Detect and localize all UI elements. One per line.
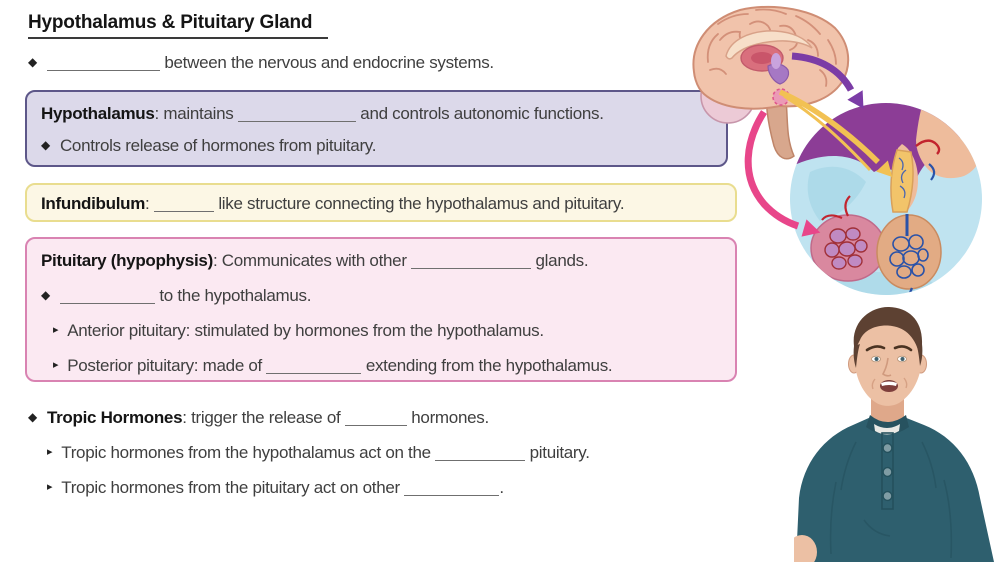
text-run: Posterior pituitary: made of: [67, 356, 267, 375]
instructor-nose: [881, 357, 892, 377]
instructor-video-overlay: [794, 307, 994, 562]
pituitary-heading-text: Pituitary (hypophysis): Communicates wit…: [41, 251, 589, 271]
blank-line: [411, 266, 532, 269]
brain-pituitary-illustration: [692, 5, 982, 295]
anterior-pituitary-line: ▸ Anterior pituitary: stimulated by horm…: [53, 321, 544, 341]
text-run: pituitary.: [525, 443, 590, 462]
brain-icon: [692, 5, 850, 160]
instructor-hand: [794, 535, 817, 562]
blank-line: [153, 209, 214, 212]
text-run: : maintains: [154, 104, 238, 123]
text-run: : trigger the release of: [182, 408, 345, 427]
intro-text: between the nervous and endocrine system…: [46, 53, 494, 73]
posterior-pituitary-line: ▸ Posterior pituitary: made of extending…: [53, 356, 613, 376]
text-run: extending from the hypothalamus.: [361, 356, 613, 375]
text-run: like structure connecting the hypothalam…: [213, 194, 625, 213]
instructor-eyes: [871, 355, 907, 363]
text-run: Tropic hormones from the pituitary act o…: [61, 478, 405, 497]
instructor-eyebrows: [865, 345, 913, 352]
blank-line: [237, 119, 356, 122]
term-label: Tropic Hormones: [46, 408, 183, 427]
artery-vessel: [915, 139, 941, 155]
pituitary-bullet-line: ◆ to the hypothalamus.: [41, 286, 311, 306]
text-run: between the nervous and endocrine system…: [159, 53, 494, 72]
hypothalamus-bullet-text: Controls release of hormones from pituit…: [59, 136, 377, 156]
anterior-pituitary-lobe: [800, 195, 886, 290]
instructor-figure: [794, 307, 994, 562]
diamond-bullet-icon: ◆: [41, 288, 50, 302]
tropic-hypothalamus-text: Tropic hormones from the hypothalamus ac…: [61, 443, 590, 463]
text-run: and controls autonomic functions.: [355, 104, 604, 123]
text-run: hormones.: [406, 408, 489, 427]
hypothalamus-bullet-line: ◆ Controls release of hormones from pitu…: [41, 136, 376, 156]
text-run: Controls release of hormones from pituit…: [59, 136, 377, 155]
tropic-pituitary-text: Tropic hormones from the pituitary act o…: [61, 478, 504, 498]
hypothalamus-heading-text: Hypothalamus: maintains and controls aut…: [41, 104, 604, 124]
triangle-bullet-icon: ▸: [53, 358, 59, 371]
instructor-shirt: [794, 415, 994, 562]
diamond-bullet-icon: ◆: [28, 410, 37, 424]
instructor-hair: [853, 307, 923, 357]
term-label: Infundibulum: [41, 194, 146, 213]
diamond-bullet-icon: ◆: [28, 55, 37, 69]
brain-tissue: [916, 103, 982, 179]
text-run: .: [499, 478, 504, 497]
hypothalamus-heading-line: Hypothalamus: maintains and controls aut…: [41, 104, 604, 124]
blank-line: [46, 68, 160, 71]
shirt-button: [882, 466, 893, 478]
purple-arrow-icon: [791, 52, 864, 109]
shirt-button: [882, 490, 893, 502]
tropic-pituitary-line: ▸ Tropic hormones from the pituitary act…: [47, 478, 504, 498]
diamond-bullet-icon: ◆: [41, 138, 50, 152]
blank-line: [59, 301, 155, 304]
anterior-pituitary-text: Anterior pituitary: stimulated by hormon…: [67, 321, 544, 341]
corpus-callosum: [725, 30, 813, 60]
infundibulum-heading-line: Infundibulum: like structure connecting …: [41, 194, 625, 214]
pituitary-bullet-text: to the hypothalamus.: [59, 286, 312, 306]
posterior-pituitary-lobe: [876, 214, 942, 295]
blank-line: [344, 423, 407, 426]
shirt-folds: [829, 441, 953, 559]
blank-line: [404, 493, 500, 496]
triangle-bullet-icon: ▸: [53, 323, 59, 336]
shirt-button: [882, 442, 893, 454]
text-run: : Communicates with other: [212, 251, 412, 270]
triangle-bullet-icon: ▸: [47, 445, 53, 458]
text-run: Tropic hormones from the hypothalamus ac…: [61, 443, 436, 462]
triangle-bullet-icon: ▸: [47, 480, 53, 493]
posterior-pituitary-text: Posterior pituitary: made of extending f…: [67, 356, 612, 376]
pink-arrow-icon: [744, 110, 821, 237]
yellow-arrow-icon: [778, 89, 893, 177]
text-run: Anterior pituitary: stimulated by hormon…: [67, 321, 544, 340]
text-run: glands.: [531, 251, 589, 270]
page-title: Hypothalamus & Pituitary Gland: [28, 12, 329, 39]
text-run: :: [145, 194, 154, 213]
blank-line: [266, 371, 362, 374]
hypothalamus-box: Hypothalamus: maintains and controls aut…: [25, 90, 728, 167]
instructor-mouth: [880, 380, 898, 392]
undershirt-collar: [874, 424, 900, 435]
pituitary-inset-circle: [790, 103, 982, 295]
term-label: Hypothalamus: [41, 104, 155, 123]
vein-vessel: [928, 163, 936, 181]
instructor-head: [848, 307, 927, 406]
text-run: to the hypothalamus.: [154, 286, 312, 305]
pituitary-heading-line: Pituitary (hypophysis): Communicates wit…: [41, 251, 589, 271]
tropic-hormones-heading-line: ◆ Tropic Hormones: trigger the release o…: [28, 408, 489, 428]
infundibulum-box: Infundibulum: like structure connecting …: [25, 183, 737, 222]
term-label: Pituitary (hypophysis): [41, 251, 213, 270]
tropic-hormones-heading-text: Tropic Hormones: trigger the release of …: [47, 408, 489, 428]
pituitary-box: Pituitary (hypophysis): Communicates wit…: [25, 237, 737, 382]
henley-placket: [881, 432, 894, 510]
blank-line: [435, 458, 526, 461]
intro-fill-in-line: ◆ between the nervous and endocrine syst…: [28, 53, 494, 73]
tropic-hypothalamus-line: ▸ Tropic hormones from the hypothalamus …: [47, 443, 590, 463]
infundibulum-heading-text: Infundibulum: like structure connecting …: [41, 194, 625, 214]
